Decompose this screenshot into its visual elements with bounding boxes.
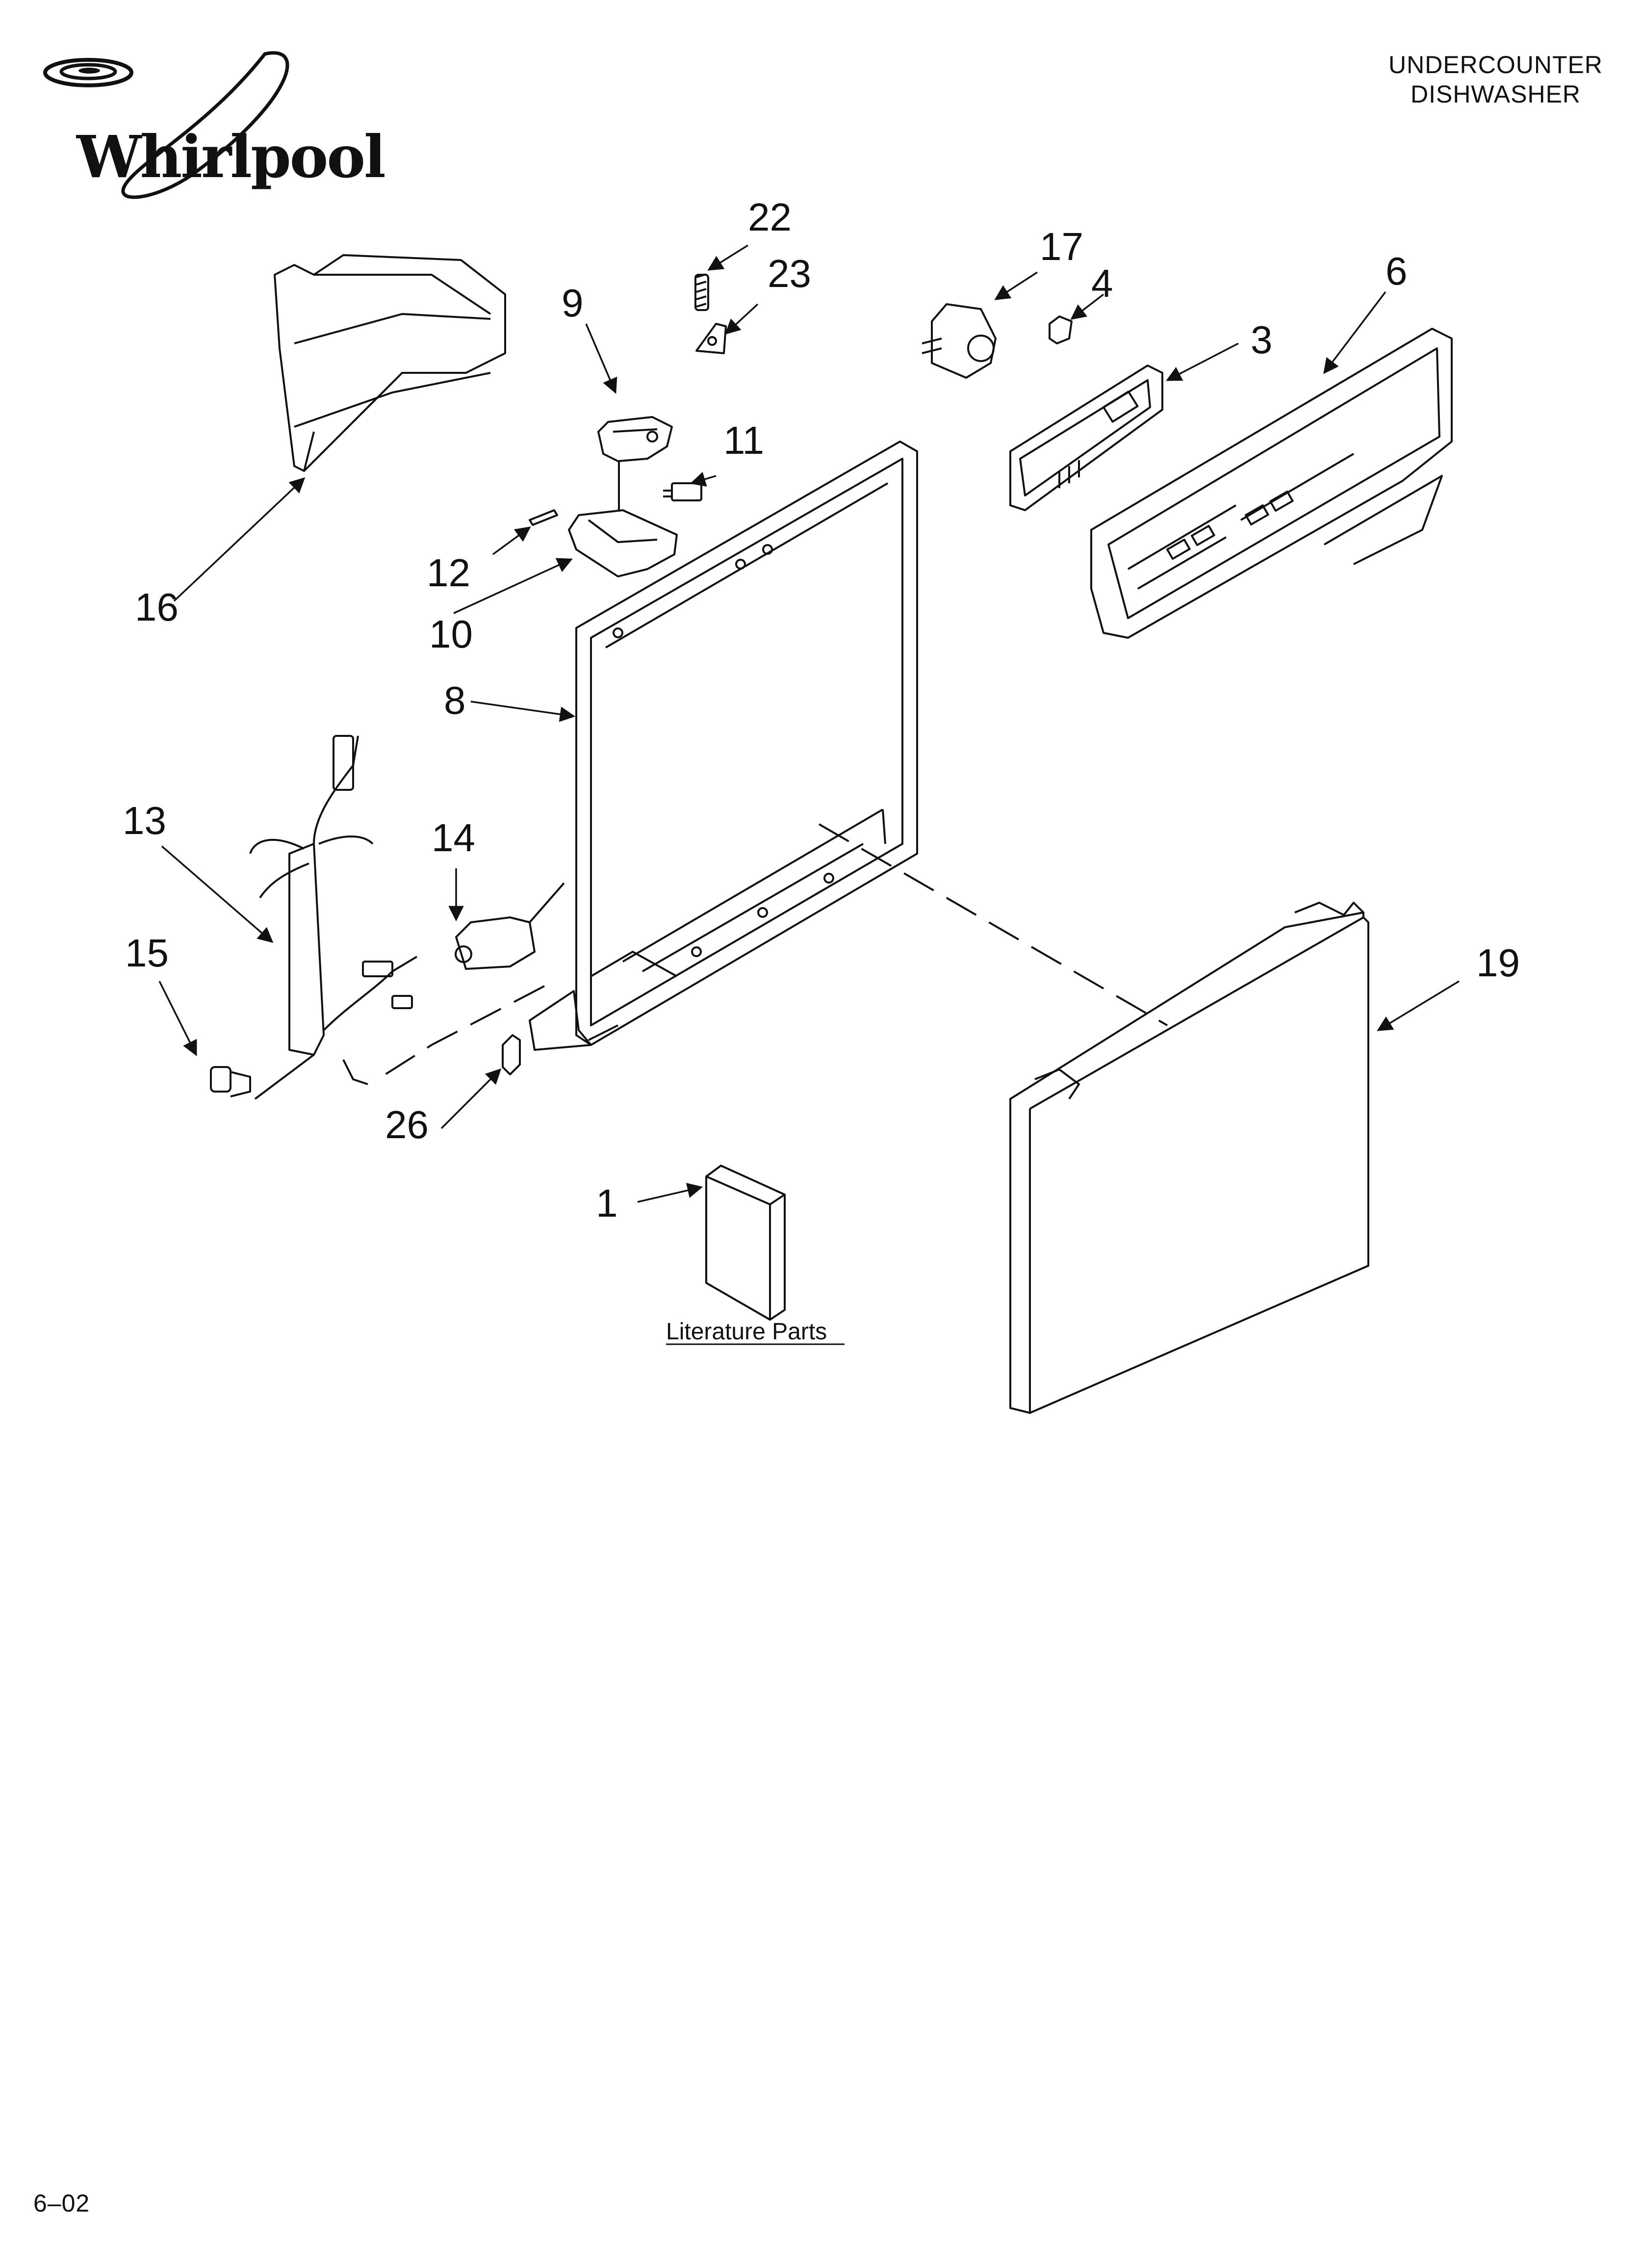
revision-code: 6–02 [33, 2190, 90, 2217]
callout-13: 13 [123, 799, 166, 842]
callout-19: 19 [1476, 941, 1520, 985]
callout-17: 17 [1040, 225, 1083, 268]
callout-6: 6 [1385, 249, 1408, 293]
part-23-clip [695, 323, 727, 354]
part-1-literature [705, 1165, 786, 1321]
callout-15: 15 [125, 931, 169, 975]
callout-10: 10 [429, 612, 473, 656]
callout-12: 12 [427, 551, 470, 595]
part-4-clip [1049, 315, 1073, 344]
leader-lines [158, 244, 1460, 1203]
part-10-strike [568, 509, 678, 577]
part-6-console [1090, 328, 1453, 639]
literature-parts-label: Literature Parts [666, 1319, 827, 1345]
callout-11: 11 [723, 418, 764, 462]
document-title: UNDERCOUNTER DISHWASHER [1388, 50, 1603, 109]
callout-26: 26 [385, 1103, 429, 1147]
part-9-latch [597, 416, 673, 462]
exploded-view: 22 23 17 4 6 3 9 11 12 16 10 8 13 14 15 … [123, 195, 1520, 1414]
part-16-bracket [274, 254, 506, 472]
title-line-2: DISHWASHER [1410, 80, 1581, 108]
part-3-control-panel [1009, 365, 1163, 511]
callout-9: 9 [562, 281, 584, 325]
callout-8: 8 [444, 678, 466, 722]
part-14-sensor [455, 882, 565, 970]
callout-16: 16 [135, 585, 179, 629]
part-26-clip [502, 1034, 521, 1075]
part-12-pin [529, 509, 558, 526]
part-11-switch [663, 482, 702, 501]
part-15-screw [210, 1066, 251, 1097]
callout-4: 4 [1091, 261, 1113, 305]
brand-wordmark: Whirlpool [77, 123, 386, 191]
assembly-lines [377, 823, 1168, 1080]
part-22-spring [694, 273, 709, 311]
callout-3: 3 [1251, 318, 1273, 362]
part-8-frame [529, 441, 918, 1051]
whirlpool-logo: Whirlpool [34, 44, 386, 206]
callout-1: 1 [596, 1181, 618, 1225]
callout-14: 14 [432, 816, 475, 860]
part-13-wire-harness [249, 735, 418, 1100]
callout-22: 22 [748, 195, 792, 239]
part-19-door-panel [1009, 902, 1369, 1414]
part-17-switch [922, 303, 997, 379]
callout-23: 23 [768, 252, 811, 295]
title-line-1: UNDERCOUNTER [1388, 51, 1603, 78]
